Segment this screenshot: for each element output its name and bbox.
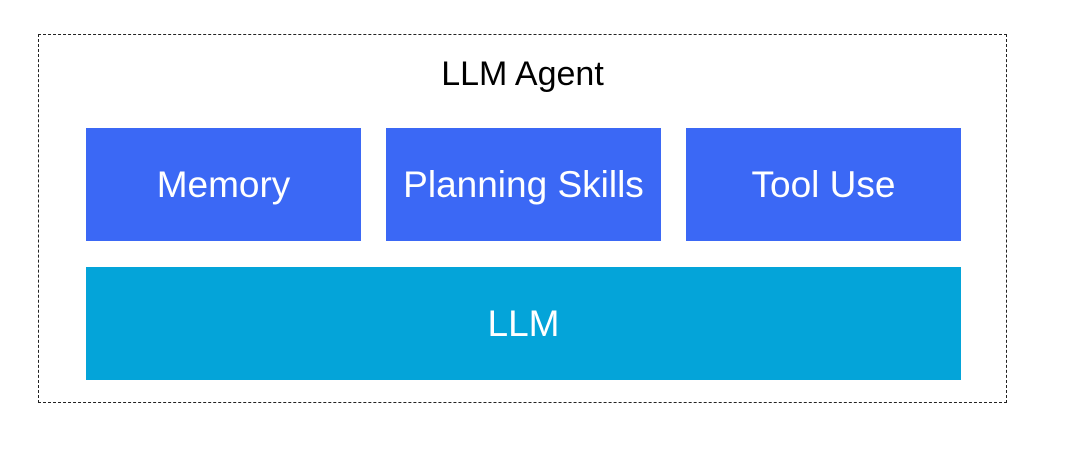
planning-skills-module-label: Planning Skills [403, 163, 644, 205]
llm-base-label: LLM [487, 302, 560, 344]
llm-agent-frame [38, 34, 1007, 403]
memory-module-label: Memory [156, 163, 291, 205]
diagram-title: LLM Agent [441, 55, 604, 93]
llm-base-block: LLM [86, 267, 961, 380]
memory-module: Memory [86, 128, 361, 241]
tool-use-module: Tool Use [686, 128, 961, 241]
planning-skills-module: Planning Skills [386, 128, 661, 241]
tool-use-module-label: Tool Use [751, 163, 896, 205]
